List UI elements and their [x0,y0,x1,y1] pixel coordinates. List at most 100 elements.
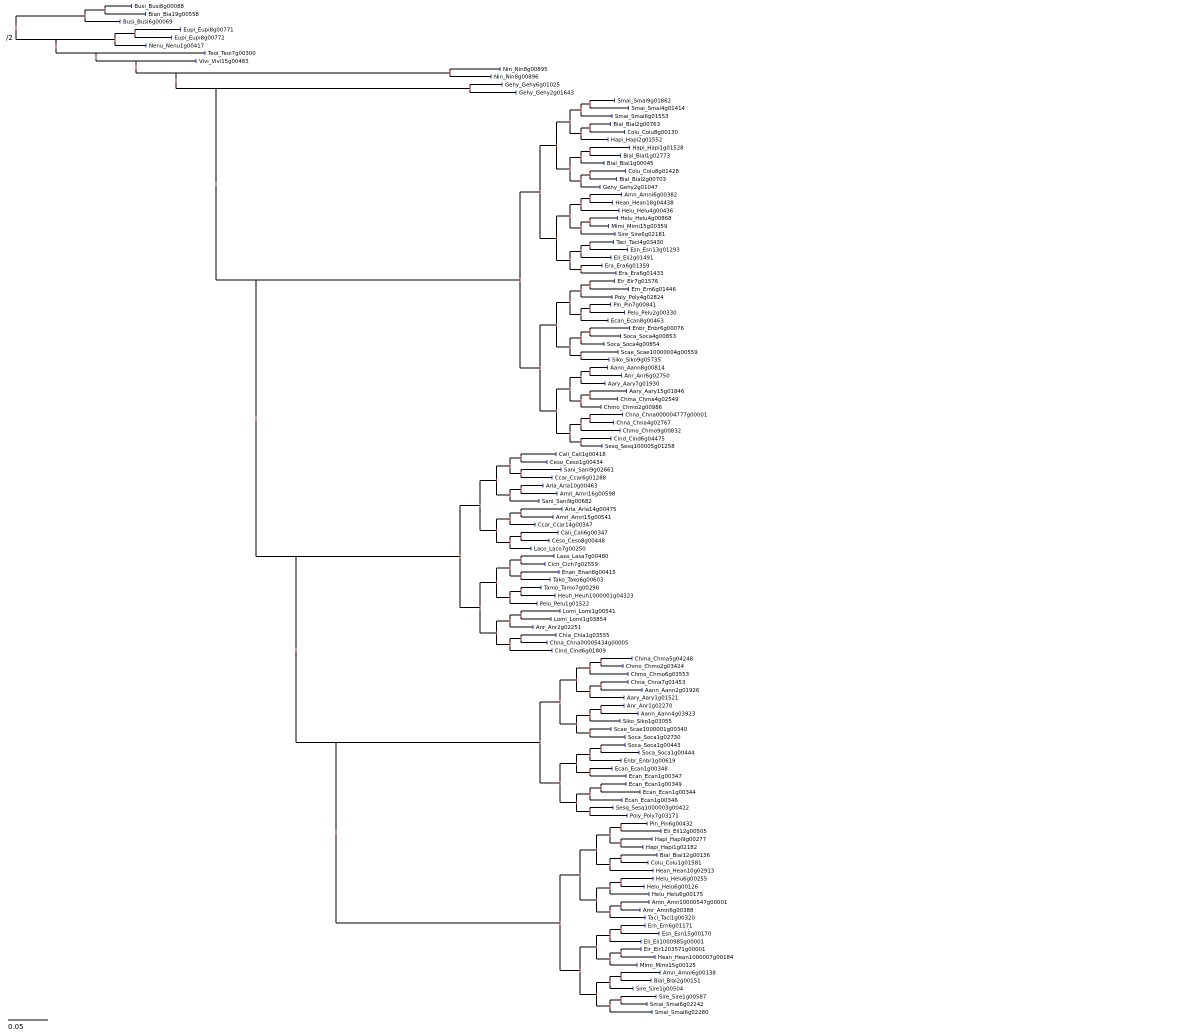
leaf-label: Ccar_Ccar14g00347 [538,523,593,529]
leaf-label: Eir_Eir7g01576 [617,279,659,285]
leaf-label: Mimi_Mimi15g00125 [640,963,696,969]
leaf-label: Amn_Amni6g00382 [624,193,677,199]
leaf-label: Lomi_Lomi1g03854 [554,617,607,623]
leaf-label: Amr_Amri6g00388 [643,908,694,914]
leaf-label: Gehy_Gehy6g01025 [505,83,560,89]
leaf-label: Ecan_Ecan1g00348 [615,766,668,772]
leaf-label: Cich_Cich7g02559 [548,562,599,568]
leaf-label: Soca_Soca1g00443 [628,743,681,749]
leaf-label: Anr_Anr1g02270 [627,703,673,709]
leaf-label: Nenu_Nenu1g00417 [149,43,204,49]
leaf-label: Ecan_Ecan8g00463 [611,318,664,324]
leaf-label: Eli_Eli2g01491 [614,256,654,262]
leaf-label: Cind_Cind6g01809 [555,648,606,654]
leaf-label: Amri_Amri16g00598 [560,491,616,497]
leaf-labels: Busi_Busi8g00088Bian_Bia19g00558Busi_Bus… [123,4,734,1016]
leaf-label: Nin_Nin8g00895 [503,67,548,73]
leaf-label: Sire_Sire1g00587 [659,994,706,1000]
leaf-label: Aann_Aann4g03923 [641,711,695,717]
leaf-label: Busi_Busi8g00088 [134,4,184,10]
leaf-label: Arla_Arla14g00475 [565,507,617,513]
leaf-label: Aann_Aann8g00814 [610,366,665,372]
leaf-label: Soca_Soca4g00854 [607,342,660,348]
leaf-label: Hapi_Hapi1g02182 [646,845,697,851]
leaf-label: Smai_Smai6g02280 [655,1010,709,1016]
leaf-label: Busi_Busi6g00069 [123,20,173,26]
leaf-label: Esn_Esn13g01293 [630,248,679,254]
leaf-label: Ern_Ern6g01171 [648,924,693,930]
leaf-label: Ern_Ern6g01446 [631,287,676,293]
leaf-label: Aary_Aary15g01846 [629,389,684,395]
leaf-label: Nin_Nin8g00896 [494,75,539,81]
leaf-label: Hapi_Hapi1g01528 [632,145,684,151]
leaf-label: Pelu_Pelu2g00330 [627,311,677,317]
leaf-label: Chmo_Chmo6g03553 [631,672,689,678]
leaf-label: Colu_Colu1g01581 [651,861,702,867]
leaf-label: Soca_Soca4g00853 [623,334,676,340]
leaf-label: Bian_Bia19g00558 [148,12,199,18]
leaf-label: Scae_Scae10000004g00559 [621,350,698,356]
leaf-label: Helu_Helu6g00255 [656,876,707,882]
leaf-label: Enan_Enan8g00415 [562,570,616,576]
leaf-label: Smai_Smai9g01862 [617,98,671,104]
leaf-label: Aary_Aary7g01930 [608,381,660,387]
leaf-label: Colu_Colu8g01428 [628,169,679,175]
leaf-label: Pin_Pin7g00841 [613,303,656,309]
leaf-label: Cali_Cali6g00347 [561,531,608,537]
leaf-label: Colu_Colu8g00130 [627,130,678,136]
scale-bar: 0.05 [8,1019,48,1031]
leaf-label: Helu_Helu6g00175 [652,892,703,898]
leaf-label: Ecan_Ecan1g00344 [643,790,696,796]
leaf-label: Sire_Sire1g00504 [636,986,684,992]
leaf-label: Enbr_Enbr6g00076 [632,326,684,332]
leaf-label: Smai_Smai6g02242 [650,1002,704,1008]
leaf-label: Anr_Anr6g02750 [624,373,670,379]
leaf-label: Amn_Amni6g00138 [663,971,716,977]
leaf-label: Arla_Arla10g00463 [546,483,598,489]
leaf-label: Poly_Poly4g02824 [615,295,664,301]
leaf-label: Chmo_Chmo9g00832 [623,428,681,434]
leaf-label: Bial_Bial1g00045 [607,161,654,167]
leaf-label: Lomi_Lomi1g00541 [563,609,616,615]
leaf-label: Helu_Helu4g00436 [622,208,674,214]
root-label: /2 [6,34,13,42]
leaf-label: Siko_Siko1g03055 [623,719,672,725]
leaf-label: Chna_Chna7g01453 [631,680,686,686]
leaf-label: Chna_Chna00005434g00005 [550,641,629,647]
leaf-label: Hapi_Hapi2g01552 [611,138,662,144]
leaf-label: Eir_Eir1203571g00001 [644,947,706,953]
leaf-label: Bial_Bial1g02773 [623,153,670,159]
leaf-label: Chia_Chia1g03555 [559,633,610,639]
leaf-label: Smai_Smai4g01414 [631,106,685,112]
leaf-label: Soca_Soca1g00444 [642,751,695,757]
leaf-label: Tako_Tako6g00603 [552,578,604,584]
leaf-label: Poly_Poly7g03171 [630,814,679,820]
leaf-label: Eupi_Eupi8g00772 [174,35,224,41]
leaf-label: Era_Era6g01359 [605,263,650,269]
leaf-label: Siko_Siko9g05735 [612,358,661,364]
leaf-label: Vivi_Vivi15g00483 [199,59,249,65]
leaf-label: Chmo_Chmo2g00986 [604,405,663,411]
leaf-label: Aann_Aann2g01926 [645,688,700,694]
leaf-label: Cind_Cind6g04475 [614,436,665,442]
leaf-label: Gehy_Gehy2g01643 [519,90,574,96]
leaf-label: Eupi_Eupi8g00771 [183,28,233,34]
leaf-label: Hapi_Hapi9g00277 [655,837,706,843]
leaf-label: Taci_Taci1g00320 [647,916,696,922]
leaf-label: Aary_Aary1g01521 [627,696,679,702]
leaf-label: Laco_Laco7g00250 [534,546,586,552]
leaf-label: Hean_Hean18g04438 [615,200,674,206]
leaf-label: Soca_Soca1g02730 [628,735,681,741]
leaf-label: Sani_Sani9g00682 [542,499,592,505]
leaf-label: Sire_Sire6g02181 [618,232,665,238]
leaf-label: Cali_Cali1g00418 [559,452,606,458]
leaf-label: Helu_Helu6g00126 [647,884,699,890]
leaf-label: Helu_Helu4g00868 [620,216,672,222]
leaf-label: Heuh_Heuh1000001g04323 [558,593,634,599]
leaf-label: Pelu_Pelu1g01522 [540,601,589,607]
leaf-label: Chmo_Chmo2g03424 [626,664,685,670]
leaf-label: Eli_Eli12g00505 [664,829,707,835]
node-markers [15,4,662,1014]
leaf-label: Tamo_Tamo7g00290 [543,586,600,592]
leaf-label: Ecan_Ecan1g00346 [625,798,678,804]
